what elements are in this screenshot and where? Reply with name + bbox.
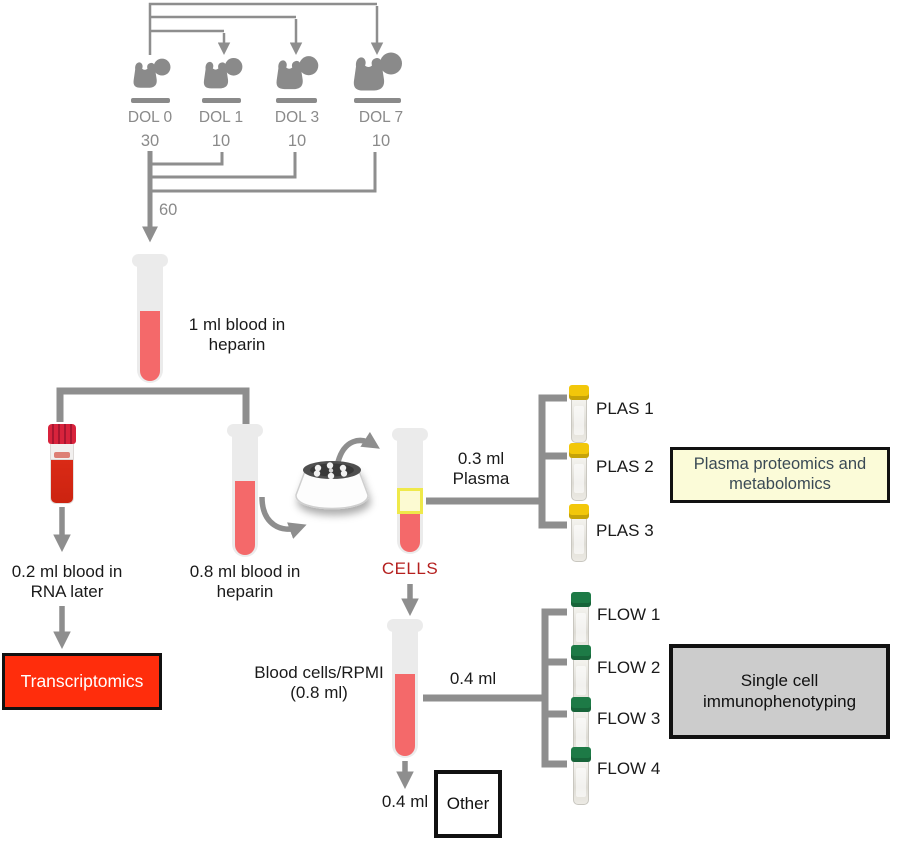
infant-icon-dol7 xyxy=(353,52,402,91)
rna-tube-label: 0.2 ml blood in RNA later xyxy=(11,562,123,602)
immunophenotyping-box: Single cell immunophenotyping xyxy=(669,644,890,739)
infant-icon-dol3 xyxy=(276,56,319,90)
vial-neck xyxy=(50,444,74,460)
flow1-label: FLOW 1 xyxy=(597,605,661,624)
dol7-branch-line xyxy=(148,2,377,55)
infant-icon-dol1 xyxy=(203,58,243,89)
tube-rim xyxy=(387,619,423,632)
total-count: 60 xyxy=(159,201,178,219)
tube-glass xyxy=(232,431,258,557)
plas2-label: PLAS 2 xyxy=(596,457,654,476)
tube-glass xyxy=(137,261,163,383)
baby-underline-dol7 xyxy=(354,98,401,103)
dol3-label: DOL 3 xyxy=(274,109,320,126)
heparin-tube xyxy=(227,424,263,558)
cryovial-body xyxy=(573,607,589,650)
green-cap xyxy=(571,645,591,660)
green-cap xyxy=(571,697,591,712)
plas1-label: PLAS 1 xyxy=(596,399,654,418)
rna-vial xyxy=(48,424,76,504)
dol1-count: 10 xyxy=(211,132,231,150)
cryovial-body xyxy=(571,519,587,562)
dol1-label: DOL 1 xyxy=(198,109,244,126)
dol0-label: DOL 0 xyxy=(127,109,173,126)
immunophenotyping-box-label: Single cell immunophenotyping xyxy=(702,671,857,711)
flow2-label: FLOW 2 xyxy=(597,658,661,677)
flow3-label: FLOW 3 xyxy=(597,709,661,728)
collection-tube-label: 1 ml blood in heparin xyxy=(188,315,286,355)
dol3-count: 10 xyxy=(287,132,307,150)
cells-label: CELLS xyxy=(381,559,439,578)
flow2-vial xyxy=(571,645,591,703)
flow1-vial xyxy=(571,592,591,650)
cells-liquid xyxy=(400,514,420,552)
dol0-count: 30 xyxy=(140,132,160,150)
flow4-label: FLOW 4 xyxy=(597,759,661,778)
plasma-amount-label: 0.3 ml Plasma xyxy=(452,449,510,489)
blood-liquid xyxy=(140,311,160,381)
cells-liquid xyxy=(395,674,415,756)
out-of-centrifuge-curved-arrow xyxy=(335,431,380,463)
tube-rim xyxy=(392,428,428,441)
flow3-vial xyxy=(571,697,591,755)
count-dol7-merge-line xyxy=(152,152,377,193)
flow-amount-label: 0.4 ml xyxy=(449,669,497,688)
green-cap xyxy=(571,747,591,762)
plas3-label: PLAS 3 xyxy=(596,521,654,540)
count-dol1-merge-line xyxy=(152,152,224,166)
yellow-cap xyxy=(569,504,589,519)
baby-underline-dol0 xyxy=(131,98,170,103)
cryovial-body xyxy=(571,400,587,443)
other-box: Other xyxy=(434,770,502,838)
cryovial-body xyxy=(573,762,589,805)
centrifuge-icon xyxy=(295,461,369,510)
baby-underline-dol3 xyxy=(276,98,317,103)
vial-blood xyxy=(50,460,74,504)
proteomics-box: Plasma proteomics and metabolomics xyxy=(670,447,890,503)
into-centrifuge-curved-arrow xyxy=(259,496,307,539)
tube-split-line xyxy=(56,387,250,426)
cells-rpmi-label: Blood cells/RPMI (0.8 ml) xyxy=(254,663,384,703)
infant-icon-dol0 xyxy=(133,58,171,88)
other-amount-label: 0.4 ml xyxy=(381,792,429,811)
blood-liquid xyxy=(235,481,255,555)
transcriptomics-box-label: Transcriptomics xyxy=(20,671,144,691)
proteomics-box-label: Plasma proteomics and metabolomics xyxy=(693,455,867,493)
transcriptomics-box: Transcriptomics xyxy=(2,653,162,710)
centrifuged-tube xyxy=(392,428,428,556)
tube-rim xyxy=(132,254,168,267)
plas3-vial xyxy=(569,504,589,562)
tube-rim xyxy=(227,424,263,437)
yellow-cap xyxy=(569,443,589,458)
cells-rpmi-tube xyxy=(387,619,423,759)
other-box-label: Other xyxy=(446,793,490,813)
green-cap xyxy=(571,592,591,607)
count-dol3-merge-line xyxy=(152,152,297,179)
plasma-layer xyxy=(397,488,423,514)
flow-bracket xyxy=(541,608,567,768)
dol7-count: 10 xyxy=(371,132,391,150)
tube-glass xyxy=(392,626,418,758)
red-cap xyxy=(48,424,76,444)
dol7-label: DOL 7 xyxy=(358,109,404,126)
plas-bracket xyxy=(538,394,567,529)
baby-underline-dol1 xyxy=(202,98,241,103)
cryovial-body xyxy=(571,458,587,501)
flow4-vial xyxy=(571,747,591,805)
heparin-tube-label: 0.8 ml blood in heparin xyxy=(189,562,301,602)
yellow-cap xyxy=(569,385,589,400)
plas2-vial xyxy=(569,443,589,501)
collection-tube xyxy=(132,254,168,384)
plas1-vial xyxy=(569,385,589,443)
